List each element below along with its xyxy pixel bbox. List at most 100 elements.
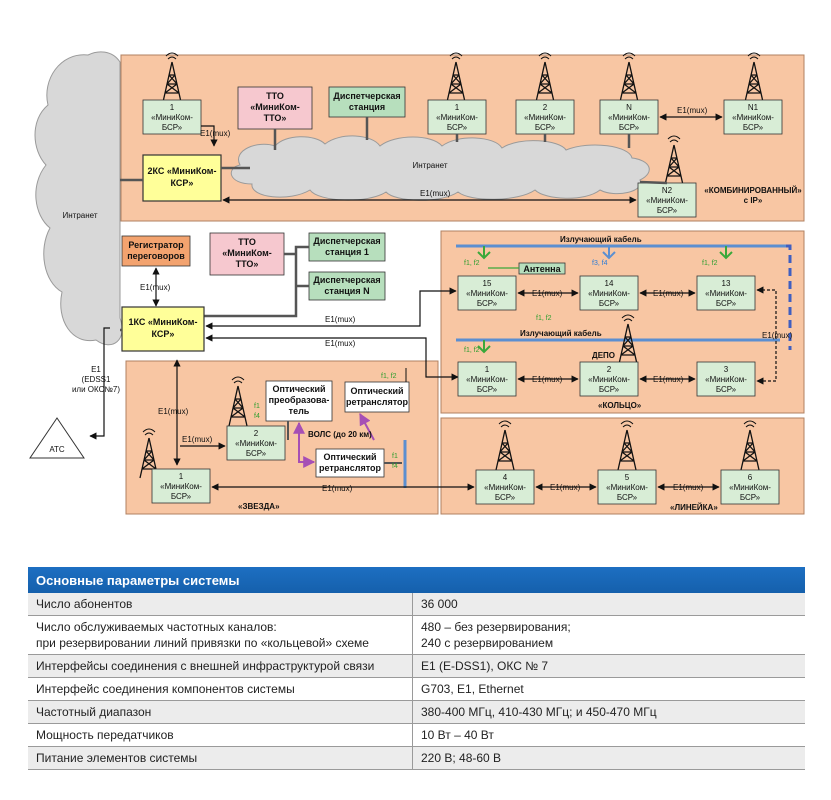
svg-text:«МиниКом-: «МиниКом- [588, 375, 630, 384]
svg-text:переговоров: переговоров [127, 251, 185, 261]
optical-converter-box [265, 380, 333, 422]
param-cell: Питание элементов системы [28, 746, 413, 770]
svg-text:ретранслятор: ретранслятор [319, 463, 381, 473]
optical-relay-a-box [344, 381, 410, 413]
svg-text:«МиниКом-: «МиниКом- [588, 289, 630, 298]
svg-text:АТС: АТС [49, 445, 65, 454]
svg-text:Диспетчерская: Диспетчерская [313, 236, 380, 246]
svg-text:Излучающий кабель: Излучающий кабель [520, 329, 602, 338]
bsr-top-n1 [723, 99, 783, 135]
svg-text:ТТО: ТТО [238, 237, 256, 247]
svg-text:2: 2 [254, 429, 259, 438]
svg-text:N2: N2 [662, 186, 673, 195]
svg-text:«МиниКом-: «МиниКом- [732, 113, 774, 122]
svg-text:БСР»: БСР» [477, 299, 498, 308]
value-cell: 480 – без резервирования; 240 с резервир… [412, 615, 805, 655]
bsr-top-1 [142, 99, 202, 135]
section-star-title: «ЗВЕЗДА» [238, 502, 280, 511]
dispatch-1-box [308, 232, 386, 262]
svg-text:БСР»: БСР» [535, 123, 556, 132]
svg-text:станция: станция [349, 102, 385, 112]
bsr-ring-14 [579, 275, 639, 311]
svg-text:f3, f4: f3, f4 [592, 260, 608, 267]
svg-text:f1, f2: f1, f2 [381, 373, 397, 380]
svg-text:БСР»: БСР» [599, 299, 620, 308]
svg-text:«МиниКом-: «МиниКом- [436, 113, 478, 122]
svg-text:E1(mux): E1(mux) [762, 331, 793, 340]
bsr-ring-13 [696, 275, 756, 311]
svg-text:Оптический: Оптический [350, 386, 403, 396]
svg-text:БСР»: БСР» [171, 492, 192, 501]
bsr-star-2 [226, 425, 286, 461]
svg-text:2: 2 [607, 365, 612, 374]
svg-text:«МиниКом-: «МиниКом- [606, 483, 648, 492]
svg-text:f1: f1 [392, 453, 398, 460]
param-cell: Интерфейсы соединения с внешней инфрастр… [28, 654, 413, 678]
table-row: Число абонентов 36 000 [28, 593, 805, 616]
svg-text:БСР»: БСР» [447, 123, 468, 132]
table-row: Мощность передатчиков 10 Вт – 40 Вт [28, 723, 805, 747]
value-cell: 220 В; 48-60 В [412, 746, 805, 770]
svg-text:БСР»: БСР» [743, 123, 764, 132]
value-cell: 380-400 МГц, 410-430 МГц; и 450-470 МГц [412, 700, 805, 724]
svg-text:1: 1 [170, 103, 175, 112]
bsr-top-2 [515, 99, 575, 135]
bsr-top-1b [427, 99, 487, 135]
tto-top-box [237, 86, 313, 130]
param-line: при резервировании линий привязки по «ко… [36, 636, 369, 650]
svg-text:«МиниКом-: «МиниКом- [484, 483, 526, 492]
svg-text:f4: f4 [254, 413, 260, 420]
svg-text:станция N: станция N [324, 286, 369, 296]
svg-text:Излучающий кабель: Излучающий кабель [560, 235, 642, 244]
svg-text:Оптический: Оптический [323, 452, 376, 462]
svg-text:(EDSS1: (EDSS1 [82, 375, 111, 384]
svg-text:«МиниКом-: «МиниКом- [466, 289, 508, 298]
value-line: 480 – без резервирования; [421, 620, 571, 634]
svg-text:E1(mux): E1(mux) [158, 407, 189, 416]
value-cell: G703, E1, Ethernet [412, 677, 805, 701]
svg-text:f1, f2: f1, f2 [702, 260, 718, 267]
svg-text:6: 6 [748, 473, 753, 482]
svg-text:ТТО: ТТО [266, 91, 284, 101]
table-row: Интерфейсы соединения с внешней инфрастр… [28, 654, 805, 678]
svg-text:«МиниКом-: «МиниКом- [705, 375, 747, 384]
svg-text:1: 1 [455, 103, 460, 112]
svg-text:Оптический: Оптический [272, 384, 325, 394]
svg-text:«МиниКом-: «МиниКом- [151, 113, 193, 122]
table-row: Число обслуживаемых частотных каналов: п… [28, 615, 805, 655]
table-row: Питание элементов системы 220 В; 48-60 В [28, 746, 805, 770]
svg-text:E1(mux): E1(mux) [325, 315, 356, 324]
bsr-ring-2 [579, 361, 639, 397]
svg-text:E1(mux): E1(mux) [653, 289, 684, 298]
svg-text:Диспетчерская: Диспетчерская [313, 275, 380, 285]
registrator-box [121, 235, 191, 267]
svg-text:ДЕПО: ДЕПО [592, 351, 615, 360]
svg-text:«МиниКом-: «МиниКом- [160, 482, 202, 491]
ksr-1-box [121, 306, 205, 352]
bsr-ring-15 [457, 275, 517, 311]
svg-text:«МиниКом-: «МиниКом- [608, 113, 650, 122]
svg-text:4: 4 [503, 473, 508, 482]
svg-text:2: 2 [543, 103, 548, 112]
svg-text:E1(mux): E1(mux) [200, 129, 231, 138]
svg-text:БСР»: БСР» [599, 385, 620, 394]
svg-text:ВОЛС (до 20 км): ВОЛС (до 20 км) [308, 430, 372, 439]
svg-text:«МиниКом-: «МиниКом- [235, 439, 277, 448]
svg-text:«МиниКом-: «МиниКом- [705, 289, 747, 298]
svg-text:f1: f1 [254, 403, 260, 410]
svg-text:«МиниКом-: «МиниКом- [250, 102, 300, 112]
svg-text:E1(mux): E1(mux) [677, 106, 708, 115]
svg-text:f1, f2: f1, f2 [464, 260, 480, 267]
svg-text:«МиниКом-: «МиниКом- [222, 248, 272, 258]
svg-text:ТТО»: ТТО» [264, 113, 287, 123]
section-ring-title: «КОЛЬЦО» [598, 401, 642, 410]
table-row: Частотный диапазон 380-400 МГц, 410-430 … [28, 700, 805, 724]
svg-text:Регистратор: Регистратор [128, 240, 184, 250]
svg-text:E1(mux): E1(mux) [532, 289, 563, 298]
bsr-star-1 [151, 468, 211, 504]
svg-text:БСР»: БСР» [740, 493, 761, 502]
svg-text:E1(mux): E1(mux) [325, 339, 356, 348]
svg-text:«МиниКом-: «МиниКом- [729, 483, 771, 492]
value-cell: 36 000 [412, 593, 805, 616]
value-cell: E1 (E-DSS1), ОКС № 7 [412, 654, 805, 678]
